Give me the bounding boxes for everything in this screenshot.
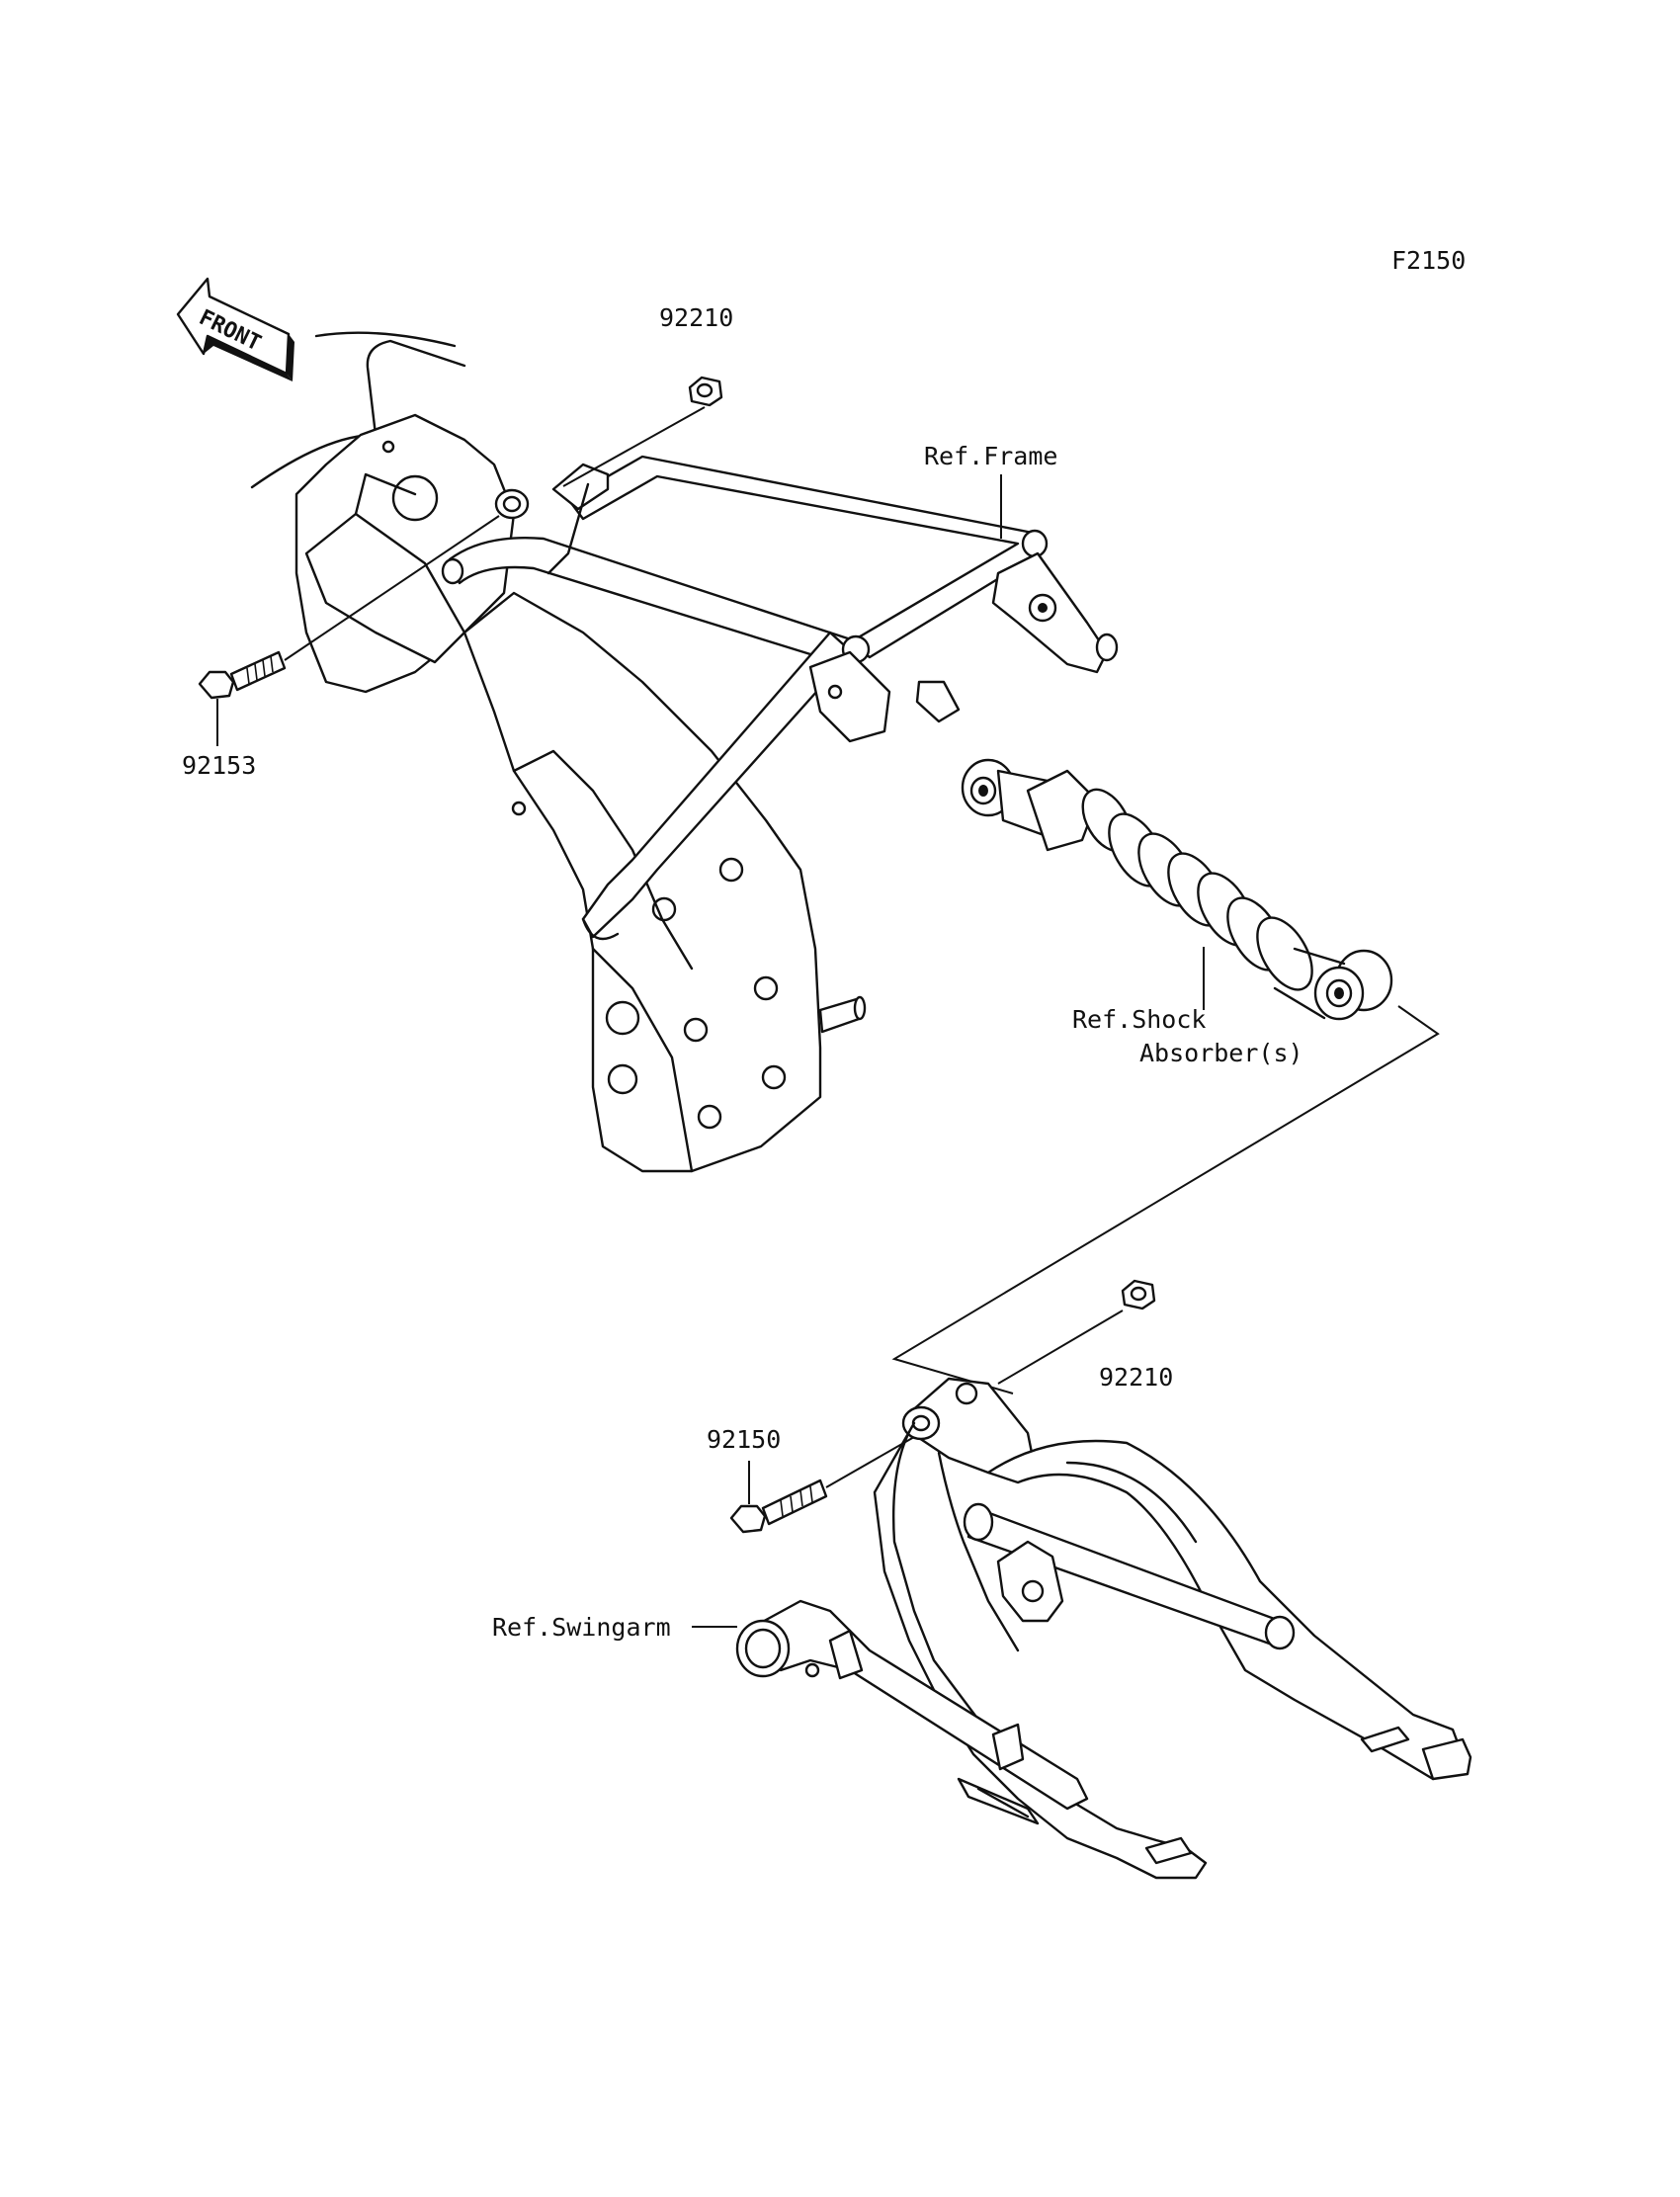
callout-ref-swingarm: Ref.Swingarm bbox=[492, 1613, 671, 1642]
figure-code: F2150 bbox=[1391, 246, 1466, 275]
bolt-92153 bbox=[198, 515, 500, 746]
callout-ref-frame: Ref.Frame bbox=[924, 442, 1057, 470]
callout-nut-bottom: 92210 bbox=[1099, 1363, 1173, 1392]
callout-bolt-top: 92153 bbox=[182, 751, 256, 780]
callout-ref-shock-line1: Ref.Shock bbox=[1072, 1005, 1206, 1034]
swingarm-drawing bbox=[735, 1377, 1472, 1880]
nut-92210-bottom bbox=[997, 1279, 1156, 1385]
callout-nut-top: 92210 bbox=[659, 303, 733, 332]
front-arrow-icon: FRONT bbox=[176, 277, 294, 381]
nut-92210-top bbox=[562, 376, 723, 487]
bolt-92150 bbox=[729, 1436, 915, 1534]
shock-absorber-drawing bbox=[961, 758, 1393, 1021]
callout-bolt-bottom: 92150 bbox=[707, 1425, 781, 1454]
callout-ref-shock-line2: Absorber(s) bbox=[1139, 1039, 1303, 1067]
frame-drawing bbox=[250, 331, 1119, 1173]
